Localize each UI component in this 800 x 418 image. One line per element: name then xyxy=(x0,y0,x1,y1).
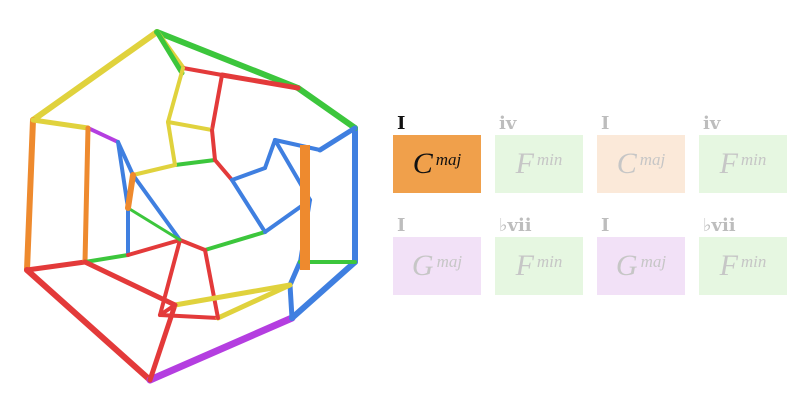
tesseract-edge xyxy=(116,140,135,177)
tesseract-edge xyxy=(178,238,207,252)
chord-numeral: ♭vii xyxy=(703,215,736,236)
chord-root: G xyxy=(411,249,434,282)
chord-quality: maj xyxy=(435,150,462,169)
tesseract-edge xyxy=(230,166,267,182)
tesseract-edge xyxy=(203,230,267,252)
tesseract-edge xyxy=(30,117,91,131)
tesseract-edge xyxy=(300,145,310,270)
tesseract-edge xyxy=(263,138,277,170)
tesseract-edge xyxy=(172,282,293,308)
chord-numeral: I xyxy=(397,113,406,134)
chord-root: C xyxy=(616,147,637,180)
chord-numeral: I xyxy=(601,215,610,236)
tesseract-edge xyxy=(126,238,182,257)
chord-numeral: iv xyxy=(703,113,721,134)
chord-numeral: ♭vii xyxy=(499,215,532,236)
tesseract-edge xyxy=(210,73,224,132)
tesseract-edge xyxy=(125,172,136,211)
chord-numeral: iv xyxy=(499,113,517,134)
chord-root: F xyxy=(719,249,738,282)
chord-root: G xyxy=(615,249,638,282)
tesseract-edge xyxy=(166,66,185,124)
tesseract-edge xyxy=(154,29,301,91)
tesseract-edge xyxy=(82,259,178,308)
chord-quality: min xyxy=(740,252,767,271)
tesseract-edge xyxy=(30,29,160,123)
tesseract-edge xyxy=(203,248,220,320)
tesseract-edge xyxy=(215,282,293,321)
chord-root: F xyxy=(515,249,534,282)
tesseract-edge xyxy=(289,259,358,321)
tesseract-edge xyxy=(131,163,177,177)
tesseract-edge xyxy=(154,29,185,76)
tesseract-edge xyxy=(230,178,267,234)
tesseract-edge xyxy=(166,120,214,132)
chord-root: F xyxy=(719,147,738,180)
chord-numeral: I xyxy=(397,215,406,236)
tesseract-wireframe xyxy=(24,29,358,384)
tesseract-edge xyxy=(295,85,358,131)
chord-root: C xyxy=(412,147,433,180)
tesseract-edge xyxy=(126,206,182,242)
tesseract-edge xyxy=(131,173,182,242)
tesseract-edge xyxy=(86,126,120,144)
chord-quality: min xyxy=(536,150,563,169)
chord-numeral: I xyxy=(601,113,610,134)
tesseract-edge xyxy=(24,117,36,273)
tesseract-edge xyxy=(83,253,130,264)
tesseract-edge xyxy=(213,158,234,182)
chord-quality: min xyxy=(740,150,767,169)
tesseract-edge xyxy=(287,282,295,321)
tesseract-edge xyxy=(210,128,217,162)
tesseract-edge xyxy=(116,140,130,210)
tesseract-edge xyxy=(317,125,358,153)
tesseract-edge xyxy=(146,314,296,384)
chord-quality: maj xyxy=(639,150,666,169)
chord-quality: maj xyxy=(436,252,463,271)
chord-quality: maj xyxy=(640,252,667,271)
tesseract-edge xyxy=(82,125,91,265)
chord-root: F xyxy=(515,147,534,180)
tesseract-edge xyxy=(166,120,177,167)
tesseract-edge xyxy=(219,72,301,91)
tesseract-edge xyxy=(24,259,88,273)
tesseract-edge xyxy=(24,267,153,383)
tesseract-edge xyxy=(181,66,224,77)
tesseract-edge xyxy=(158,313,220,320)
tesseract-edge xyxy=(173,158,217,167)
tesseract-edge xyxy=(158,238,182,317)
tesseract-edge xyxy=(287,259,303,288)
chord-quality: min xyxy=(536,252,563,271)
tesseract-edge xyxy=(273,138,322,152)
